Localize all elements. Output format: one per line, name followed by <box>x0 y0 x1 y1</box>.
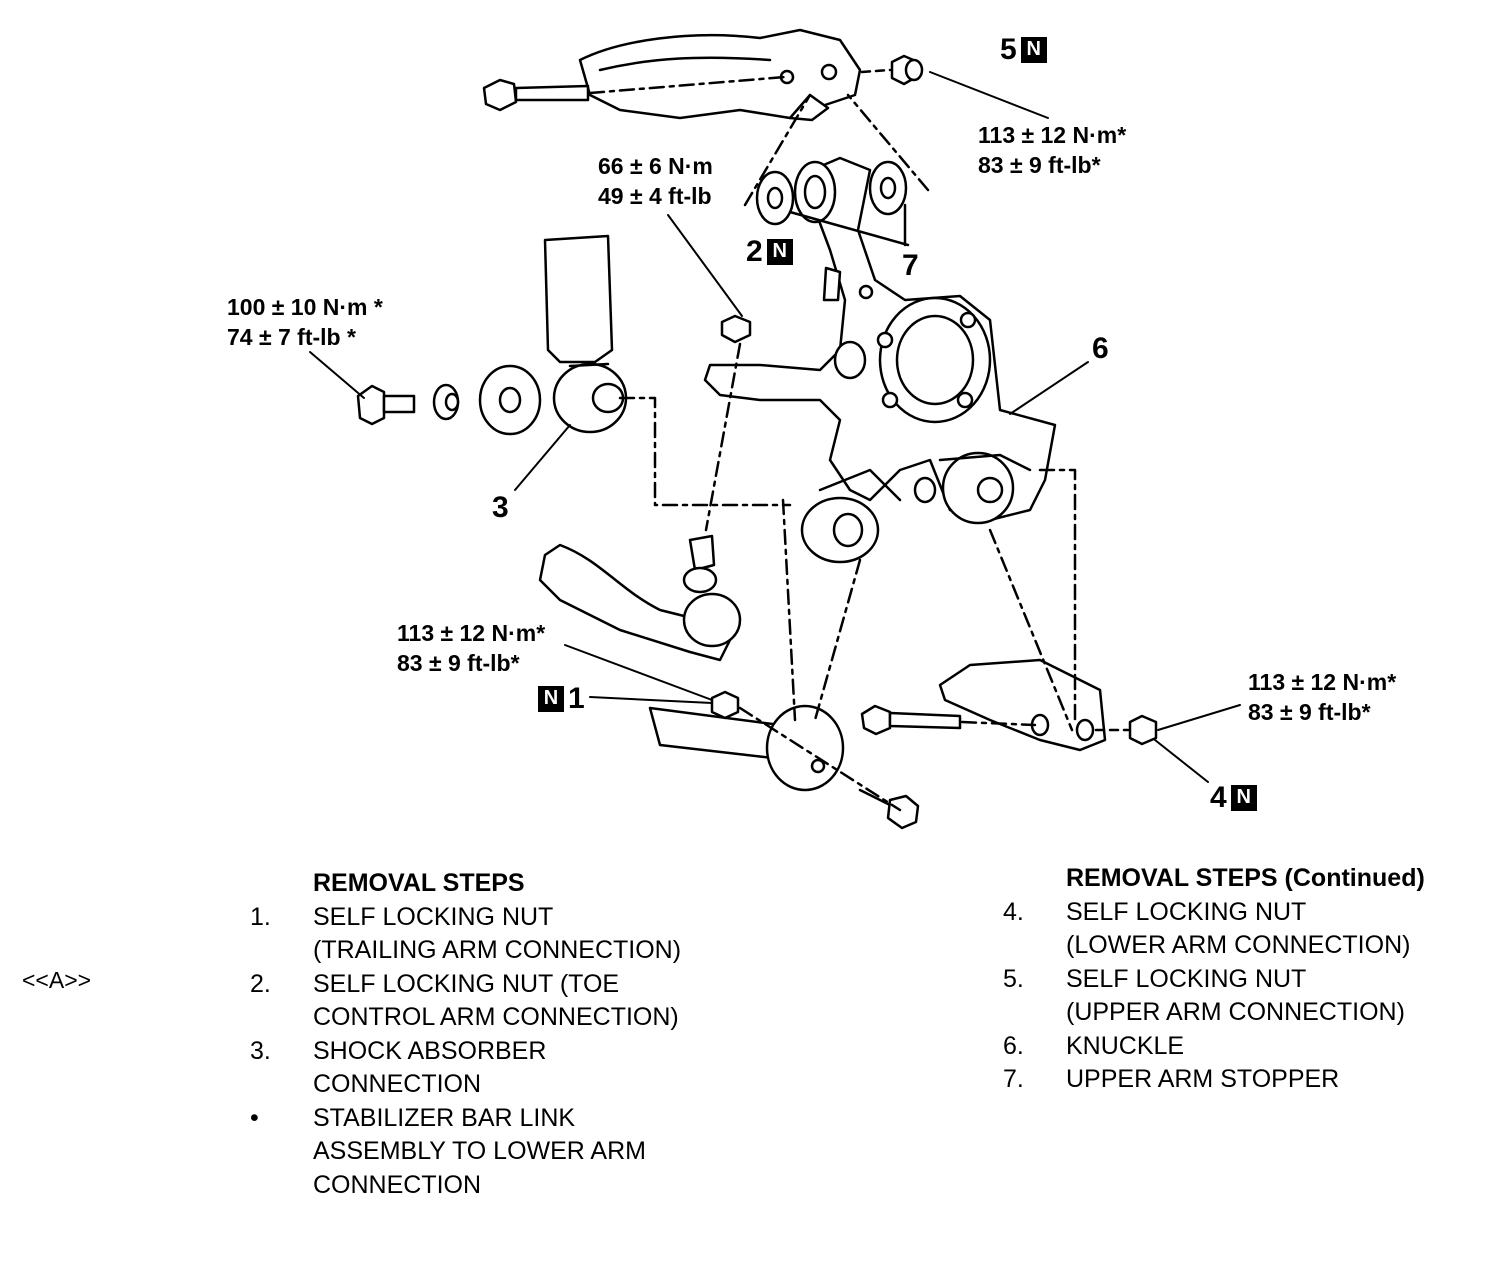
toe-control-arm <box>538 534 742 662</box>
new-part-marker: N <box>766 239 793 265</box>
trailing-arm-bolt <box>858 788 920 830</box>
torque-metric: 113 ± 12 N·m* <box>1248 669 1397 695</box>
step-text: UPPER ARM STOPPER <box>1066 1065 1340 1093</box>
step-number: 4. <box>1003 897 1024 926</box>
step-text: SELF LOCKING NUT (UPPER ARM CONNECTION) <box>1066 964 1405 1027</box>
step-number: 7. <box>1003 1065 1024 1093</box>
step-number: 6. <box>1003 1031 1024 1060</box>
exploded-view-diagram <box>309 28 1241 830</box>
torque-imperial: 83 ± 9 ft-lb* <box>1248 699 1371 725</box>
step-text: SELF LOCKING NUT (TOE CONTROL ARM CONNEC… <box>313 969 679 1032</box>
callout-number: 7 <box>902 249 919 282</box>
upper-arm-bolt <box>482 78 590 112</box>
step-text: STABILIZER BAR LINK ASSEMBLY TO LOWER AR… <box>313 1103 646 1199</box>
callout-3: 3 <box>492 492 509 524</box>
nut-1 <box>710 690 740 720</box>
lower-arm <box>938 658 1107 752</box>
torque-metric: 113 ± 12 N·m* <box>978 122 1127 148</box>
callout-2: 2 N <box>746 236 793 268</box>
step-text: SHOCK ABSORBER CONNECTION <box>313 1036 547 1099</box>
upper-arm <box>578 28 862 122</box>
list-item: • STABILIZER BAR LINK ASSEMBLY TO LOWER … <box>250 1102 810 1203</box>
nut-4 <box>1128 714 1158 746</box>
step-number: 3. <box>250 1036 271 1065</box>
reference-mark: <<A>> <box>22 967 92 993</box>
step-number: 5. <box>1003 964 1024 993</box>
torque-label-nut5: 113 ± 12 N·m* 83 ± 9 ft-lb* <box>978 120 1126 180</box>
torque-label-nut1: 113 ± 12 N·m* 83 ± 9 ft-lb* <box>397 618 545 678</box>
torque-imperial: 83 ± 9 ft-lb* <box>978 152 1101 178</box>
step-text: KNUCKLE <box>1066 1031 1185 1060</box>
torque-label-nut2: 66 ± 6 N·m 49 ± 4 ft-lb <box>598 151 713 211</box>
nut-5 <box>890 54 924 86</box>
torque-metric: 66 ± 6 N·m <box>598 153 713 179</box>
callout-4: 4 N <box>1210 782 1257 814</box>
step-text: SELF LOCKING NUT (LOWER ARM CONNECTION) <box>1066 897 1411 960</box>
list-item: 3. SHOCK ABSORBER CONNECTION <box>250 1035 810 1102</box>
list-item: 4. SELF LOCKING NUT (LOWER ARM CONNECTIO… <box>1003 896 1483 963</box>
callout-number: 2 <box>746 235 763 268</box>
torque-label-nut4: 113 ± 12 N·m* 83 ± 9 ft-lb* <box>1248 667 1396 727</box>
callout-5: 5 N <box>1000 34 1047 66</box>
list-item: 2. SELF LOCKING NUT (TOE CONTROL ARM CON… <box>250 968 810 1035</box>
shock-bolt <box>356 384 416 426</box>
new-part-marker: N <box>538 686 564 712</box>
torque-metric: 100 ± 10 N·m * <box>227 294 383 320</box>
torque-imperial: 74 ± 7 ft-lb * <box>227 324 356 350</box>
callout-number: 6 <box>1092 332 1109 365</box>
list-item: 5. SELF LOCKING NUT (UPPER ARM CONNECTIO… <box>1003 963 1483 1030</box>
removal-steps-continued-heading: REMOVAL STEPS (Continued) <box>1066 864 1425 892</box>
removal-steps-continued-list: REMOVAL STEPS (Continued) 4. SELF LOCKIN… <box>1003 862 1483 1097</box>
callout-1: N 1 <box>538 683 585 715</box>
lower-arm-bolt <box>860 704 962 736</box>
shock-washer <box>478 364 542 436</box>
torque-label-shock: 100 ± 10 N·m * 74 ± 7 ft-lb * <box>227 292 383 352</box>
step-bullet: • <box>250 1103 259 1132</box>
list-item: 7. UPPER ARM STOPPER <box>1003 1063 1483 1097</box>
step-number: 1. <box>250 902 271 931</box>
callout-7: 7 <box>902 250 919 282</box>
new-part-marker: N <box>1230 785 1257 811</box>
upper-arm-stopper-right <box>868 160 908 216</box>
removal-steps-list: REMOVAL STEPS 1. SELF LOCKING NUT (TRAIL… <box>250 867 810 1202</box>
trailing-arm <box>648 704 845 792</box>
new-part-marker: N <box>1020 37 1047 63</box>
step-text: SELF LOCKING NUT (TRAILING ARM CONNECTIO… <box>313 902 682 965</box>
torque-metric: 113 ± 12 N·m* <box>397 620 546 646</box>
upper-arm-stopper-left <box>755 170 795 226</box>
list-item: 6. KNUCKLE <box>1003 1030 1483 1064</box>
knuckle <box>703 156 1057 564</box>
nut-2 <box>720 314 752 344</box>
removal-steps-heading: REMOVAL STEPS <box>313 869 525 897</box>
callout-number: 4 <box>1210 781 1227 814</box>
callout-number: 1 <box>568 682 585 715</box>
callout-number: 5 <box>1000 33 1017 66</box>
callout-number: 3 <box>492 491 509 524</box>
shock-bushing <box>432 383 460 421</box>
callout-6: 6 <box>1092 333 1109 365</box>
step-number: 2. <box>250 969 271 998</box>
shock-absorber <box>543 234 628 434</box>
list-item: 1. SELF LOCKING NUT (TRAILING ARM CONNEC… <box>250 901 810 968</box>
torque-imperial: 83 ± 9 ft-lb* <box>397 650 520 676</box>
torque-imperial: 49 ± 4 ft-lb <box>598 183 712 209</box>
